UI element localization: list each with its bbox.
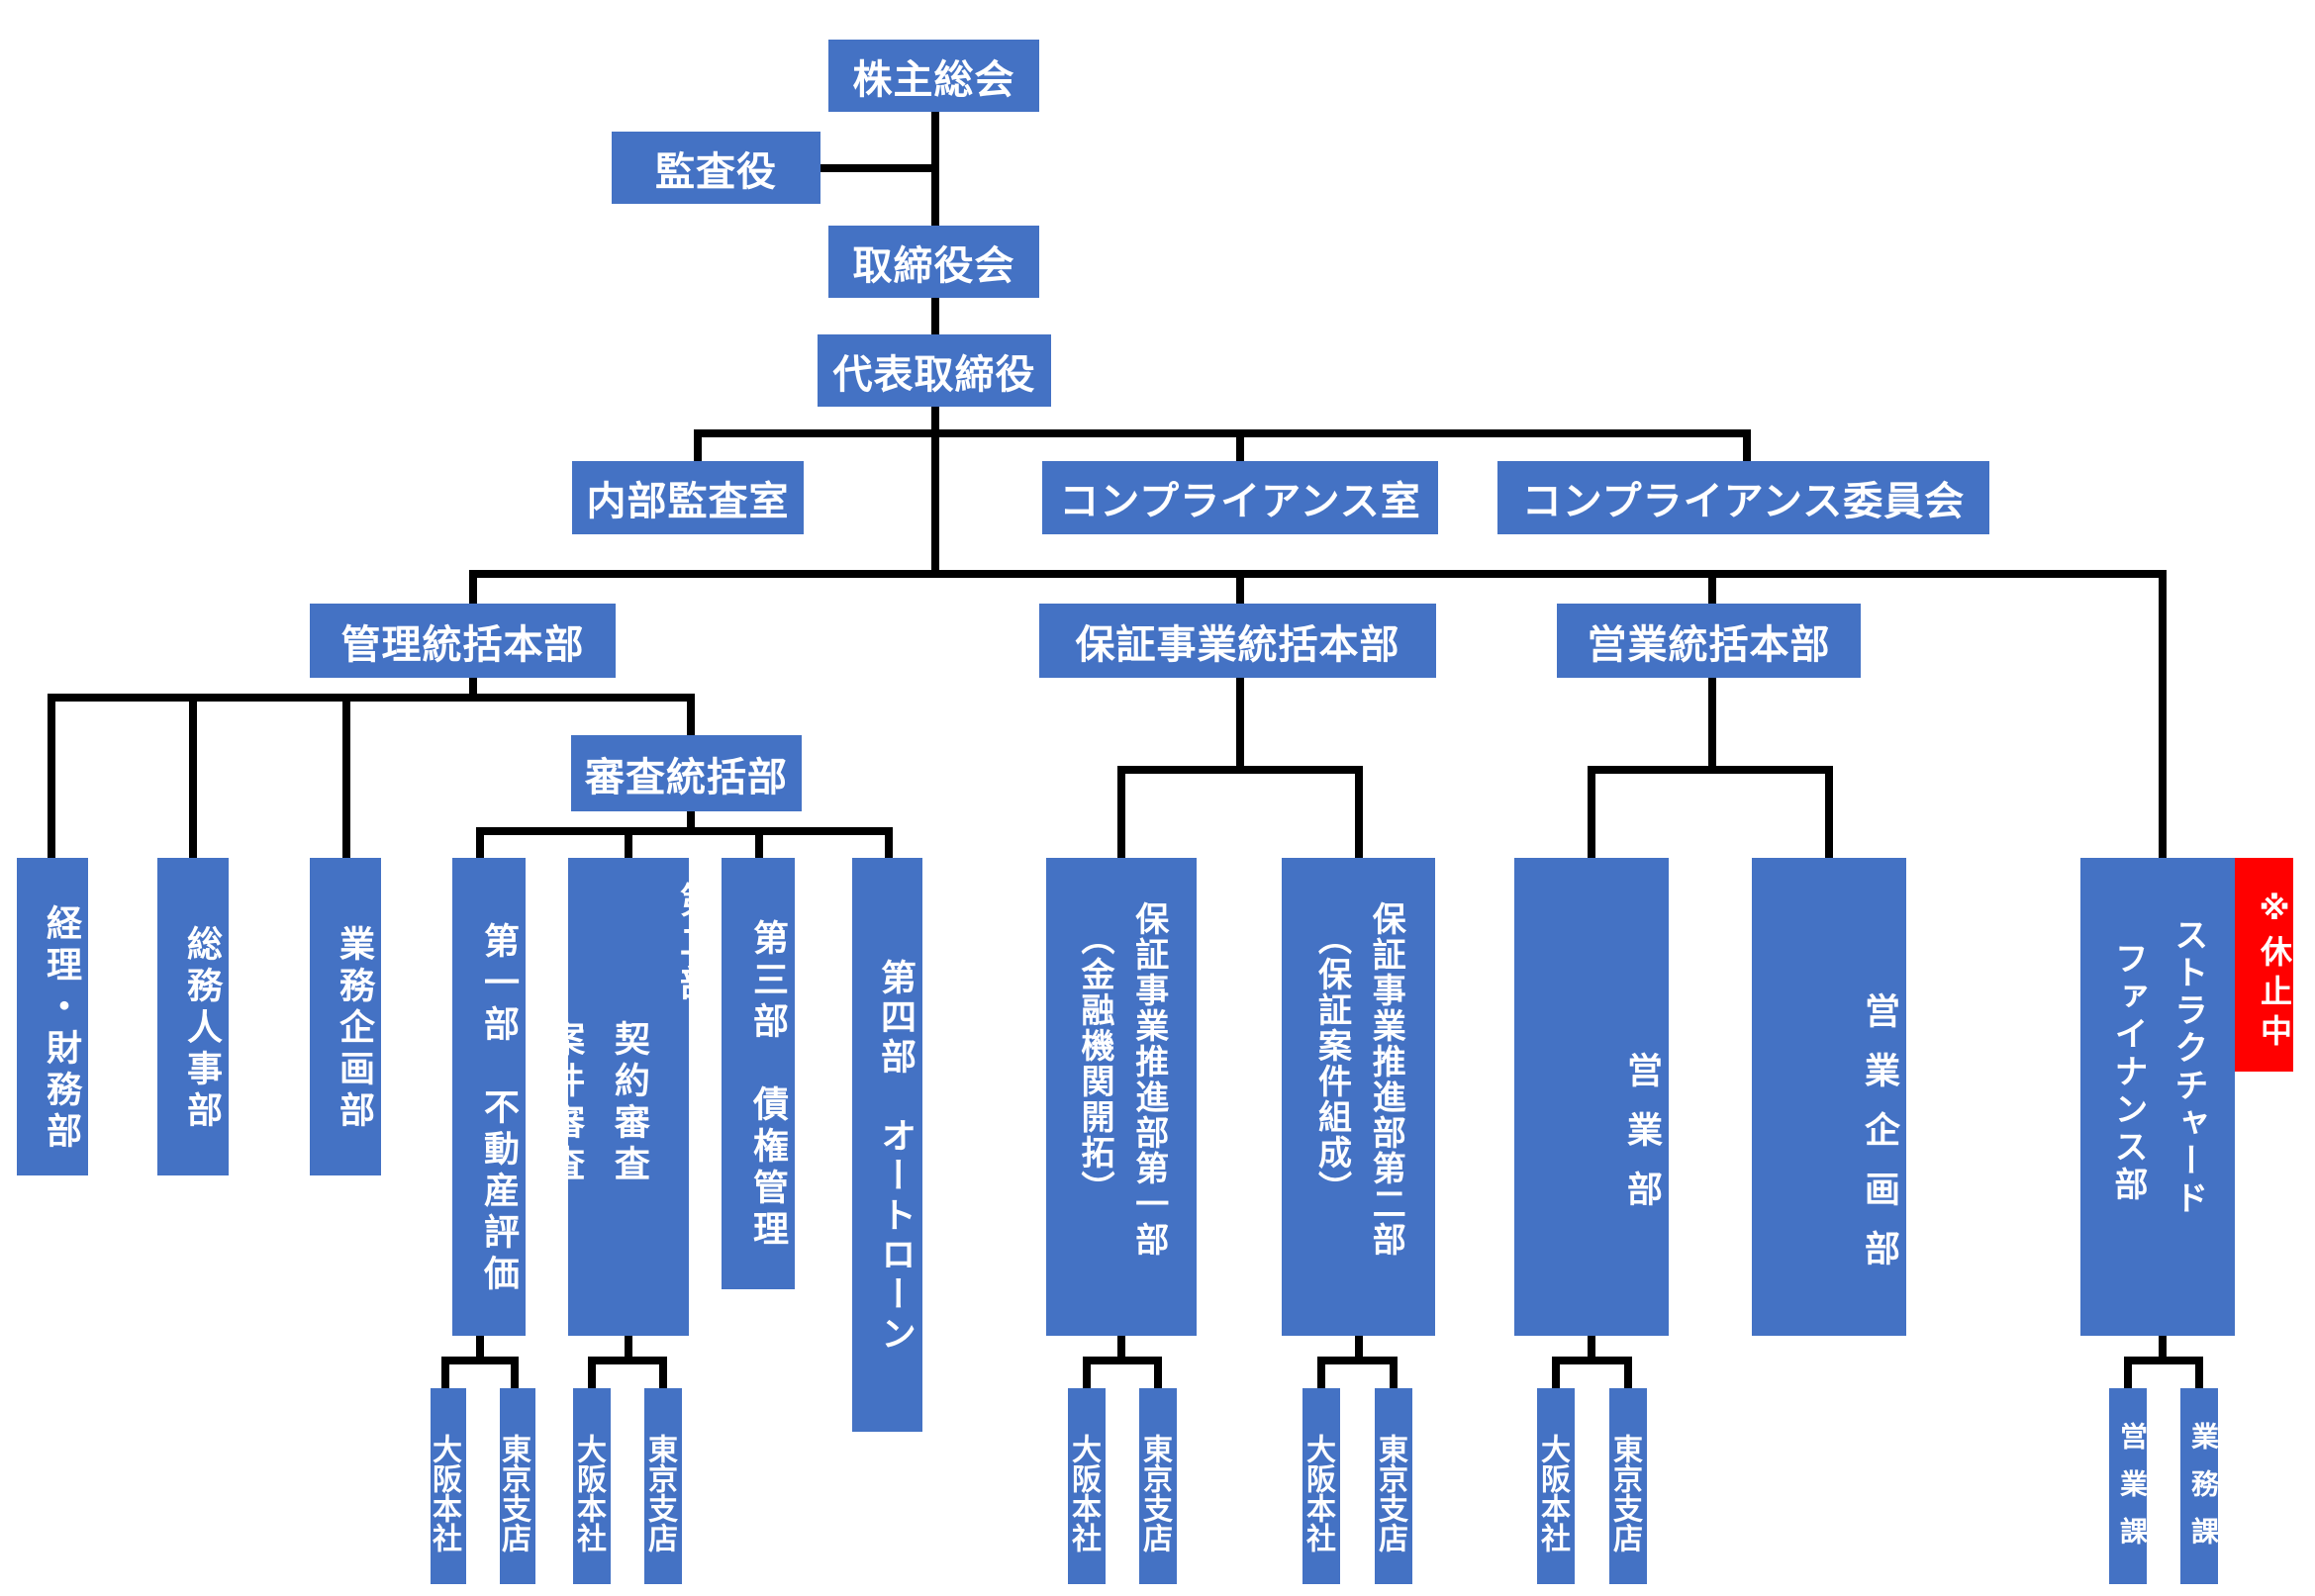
structured-finance-dept-box: ストラクチャード ファイナンス部: [2080, 858, 2235, 1336]
sales-section-box: 営業課: [2109, 1388, 2149, 1584]
osaka-head-office-box: 大阪本社: [1301, 1388, 1340, 1584]
compliance-committee-box: コンプライアンス委員会: [1497, 461, 1989, 534]
tokyo-branch-box: 東京支店: [1137, 1388, 1177, 1584]
screening-dept-2-contract-review: 契約審査: [608, 1020, 649, 1186]
internal-audit-office-box: 内部監査室: [572, 461, 804, 534]
representative-director-box: 代表取締役: [818, 334, 1051, 407]
guarantee-promotion-dept-1-subtitle: （金融機関開拓）: [1075, 921, 1114, 1206]
tokyo-branch-box: 東京支店: [1607, 1388, 1647, 1584]
business-planning-dept-box: 業務企画部: [310, 858, 381, 1175]
tokyo-branch-box: 東京支店: [1373, 1388, 1412, 1584]
osaka-head-office-box: 大阪本社: [1066, 1388, 1106, 1584]
operations-section-box: 業務課: [2180, 1388, 2220, 1584]
admin-hq-box: 管理統括本部: [310, 604, 616, 678]
guarantee-promotion-dept-2-title: 保証事業推進部第二部: [1366, 901, 1406, 1258]
osaka-head-office-box: 大阪本社: [1535, 1388, 1575, 1584]
screening-dept-2-title: 第二部: [673, 882, 715, 1006]
guarantee-promotion-dept-1-title: 保証事業推進部第一部: [1128, 901, 1169, 1258]
suspended-badge: ※休止中: [2235, 858, 2293, 1072]
guarantee-promotion-dept-2-subtitle: （保証案件組成）: [1311, 921, 1352, 1206]
guarantee-business-hq-box: 保証事業統括本部: [1039, 604, 1436, 678]
compliance-office-box: コンプライアンス室: [1042, 461, 1438, 534]
screening-dept-3-box: 第三部 債権管理: [722, 858, 795, 1289]
tokyo-branch-box: 東京支店: [496, 1388, 535, 1584]
screening-dept-1-box: 第一部 不動産評価: [452, 858, 526, 1336]
screening-division-box: 審査統括部: [571, 735, 802, 811]
shareholders-meeting-box: 株主総会: [828, 40, 1039, 112]
sales-hq-box: 営業統括本部: [1557, 604, 1861, 678]
guarantee-promotion-dept-1-box: 保証事業推進部第一部 （金融機関開拓）: [1046, 858, 1197, 1336]
general-affairs-hr-dept-box: 総務人事部: [157, 858, 229, 1175]
sales-dept-box: 営業部: [1514, 858, 1669, 1336]
osaka-head-office-box: 大阪本社: [427, 1388, 466, 1584]
screening-dept-2-case-review: 案件審査: [543, 1020, 585, 1186]
board-of-directors-box: 取締役会: [828, 226, 1039, 298]
accounting-finance-dept-box: 経理・財務部: [17, 858, 88, 1175]
structured-finance-line1: ストラクチャード: [2168, 917, 2208, 1218]
tokyo-branch-box: 東京支店: [642, 1388, 682, 1584]
screening-dept-4-box: 第四部 オートローン: [852, 858, 922, 1432]
sales-planning-dept-box: 営業企画部: [1752, 858, 1906, 1336]
auditor-box: 監査役: [612, 132, 820, 204]
screening-dept-2-box: 第二部 契約審査 案件審査: [543, 858, 715, 1336]
structured-finance-line2: ファイナンス部: [2108, 941, 2148, 1204]
osaka-head-office-box: 大阪本社: [571, 1388, 611, 1584]
guarantee-promotion-dept-2-box: 保証事業推進部第二部 （保証案件組成）: [1282, 858, 1435, 1336]
